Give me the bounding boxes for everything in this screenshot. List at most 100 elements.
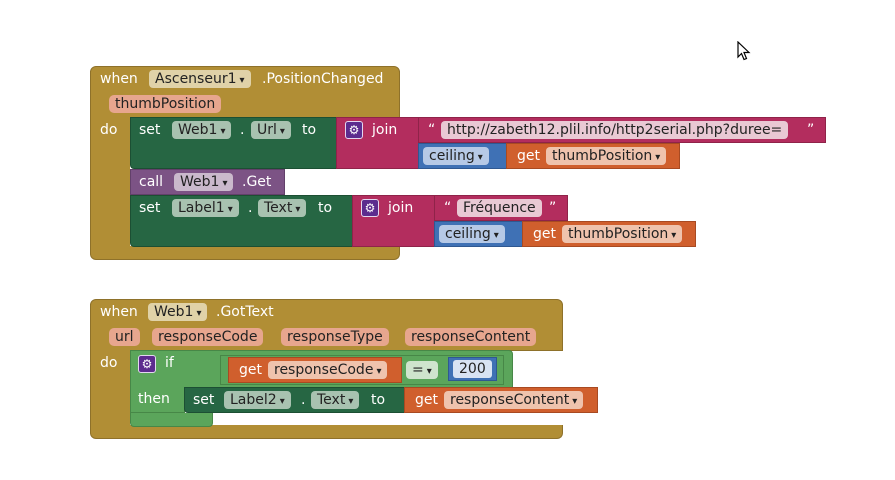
get3-keyword: get — [239, 362, 262, 378]
event2-param-responsecode[interactable]: responseCode — [152, 328, 264, 346]
set2-property-label: Text — [264, 200, 293, 216]
event2-left-bar — [90, 350, 130, 430]
event2-component-label: Web1 — [154, 304, 194, 320]
dropdown-arrow-icon: ▾ — [239, 75, 245, 86]
set3-to-keyword: to — [371, 392, 386, 408]
dropdown-arrow-icon: ▾ — [671, 230, 677, 241]
set2-component-dropdown[interactable]: Label1▾ — [172, 199, 239, 217]
number-block-200[interactable]: 200 — [448, 357, 497, 381]
get2-keyword: get — [533, 226, 556, 242]
text1-close-quote: ” — [807, 122, 815, 138]
ceiling1-dropdown[interactable]: ceiling▾ — [423, 147, 489, 165]
event1-bottom-bar — [90, 246, 400, 260]
set1-dot: . — [240, 122, 245, 138]
event2-event-name: .GotText — [216, 304, 274, 320]
dropdown-arrow-icon: ▾ — [376, 366, 382, 377]
set3-property-dropdown[interactable]: Text▾ — [311, 391, 360, 409]
set3-set-keyword: set — [193, 392, 215, 408]
event2-bottom-bar — [90, 425, 563, 439]
set1-property-label: Url — [257, 122, 277, 138]
set3-property-label: Text — [317, 392, 346, 408]
if-block-bottom — [130, 413, 213, 427]
get4-variable-dropdown[interactable]: responseContent▾ — [444, 391, 584, 409]
event1-left-bar — [90, 117, 130, 250]
set-label1-text-block[interactable] — [130, 195, 354, 247]
mutator-gear-icon[interactable]: ⚙ — [361, 199, 379, 217]
get4-variable-label: responseContent — [450, 392, 570, 408]
set-web1-url-block[interactable] — [130, 117, 338, 169]
dropdown-arrow-icon: ▾ — [279, 396, 285, 407]
event2-param-url[interactable]: url — [109, 328, 140, 346]
set1-component-label: Web1 — [178, 122, 218, 138]
event1-event-name: .PositionChanged — [262, 71, 384, 87]
set2-to-keyword: to — [318, 200, 333, 216]
dropdown-arrow-icon: ▾ — [426, 366, 432, 377]
text2-open-quote: “ — [444, 200, 452, 216]
call-keyword: call — [139, 174, 164, 190]
get1-keyword: get — [517, 148, 540, 164]
get3-variable-label: responseCode — [274, 362, 374, 378]
dropdown-arrow-icon: ▾ — [279, 126, 285, 137]
event2-component-dropdown[interactable]: Web1▾ — [148, 303, 208, 321]
set-label2-text-block[interactable] — [184, 387, 406, 413]
event2-do-keyword: do — [100, 355, 118, 371]
event1-param-thumbposition[interactable]: thumbPosition — [109, 95, 222, 113]
number-value-field[interactable]: 200 — [453, 360, 492, 378]
event1-component-label: Ascenseur1 — [155, 71, 237, 87]
event2-param-responsetype[interactable]: responseType — [281, 328, 389, 346]
dropdown-arrow-icon: ▾ — [295, 204, 301, 215]
set1-to-keyword: to — [302, 122, 317, 138]
event2-when-keyword: when — [100, 304, 138, 320]
event1-when-keyword: when — [100, 71, 138, 87]
if-block-left — [130, 387, 185, 413]
join1-label: join — [372, 122, 398, 138]
join2-label: join — [388, 200, 414, 216]
dropdown-arrow-icon: ▾ — [477, 152, 483, 163]
dropdown-arrow-icon: ▾ — [222, 178, 228, 189]
compare-operator-label: = — [412, 362, 424, 378]
set2-component-label: Label1 — [178, 200, 225, 216]
mutator-gear-icon[interactable]: ⚙ — [138, 355, 156, 373]
call-method-label: .Get — [242, 174, 272, 190]
then-keyword: then — [138, 391, 170, 407]
dropdown-arrow-icon: ▾ — [196, 308, 202, 319]
mutator-gear-icon[interactable]: ⚙ — [345, 121, 363, 139]
set3-component-label: Label2 — [230, 392, 277, 408]
dropdown-arrow-icon: ▾ — [348, 396, 354, 407]
get4-keyword: get — [415, 392, 438, 408]
get2-variable-label: thumbPosition — [568, 226, 669, 242]
call-component-dropdown[interactable]: Web1▾ — [174, 173, 234, 191]
get2-variable-dropdown[interactable]: thumbPosition▾ — [562, 225, 683, 243]
text1-open-quote: “ — [428, 122, 436, 138]
set1-component-dropdown[interactable]: Web1▾ — [172, 121, 232, 139]
set2-set-keyword: set — [139, 200, 161, 216]
compare-operator-dropdown[interactable]: =▾ — [406, 361, 438, 379]
dropdown-arrow-icon: ▾ — [572, 396, 578, 407]
get1-variable-label: thumbPosition — [552, 148, 653, 164]
dropdown-arrow-icon: ▾ — [227, 204, 233, 215]
get1-variable-dropdown[interactable]: thumbPosition▾ — [546, 147, 667, 165]
set2-property-dropdown[interactable]: Text▾ — [258, 199, 307, 217]
set2-dot: . — [248, 200, 253, 216]
text2-value-field[interactable]: Fréquence — [457, 199, 542, 217]
text1-value-field[interactable]: http://zabeth12.plil.info/http2serial.ph… — [441, 121, 789, 139]
event1-component-dropdown[interactable]: Ascenseur1▾ — [149, 70, 251, 88]
set3-dot: . — [301, 392, 306, 408]
mouse-cursor-icon — [737, 41, 751, 61]
event1-do-keyword: do — [100, 122, 118, 138]
set1-set-keyword: set — [139, 122, 161, 138]
dropdown-arrow-icon: ▾ — [655, 152, 661, 163]
ceiling2-label: ceiling — [445, 226, 491, 242]
dropdown-arrow-icon: ▾ — [493, 230, 499, 241]
ceiling1-label: ceiling — [429, 148, 475, 164]
if-keyword: if — [165, 355, 174, 371]
dropdown-arrow-icon: ▾ — [220, 126, 226, 137]
get3-variable-dropdown[interactable]: responseCode▾ — [268, 361, 388, 379]
set1-property-dropdown[interactable]: Url▾ — [251, 121, 291, 139]
ceiling2-dropdown[interactable]: ceiling▾ — [439, 225, 505, 243]
set3-component-dropdown[interactable]: Label2▾ — [224, 391, 291, 409]
event2-param-responsecontent[interactable]: responseContent — [405, 328, 537, 346]
call-component-label: Web1 — [180, 174, 220, 190]
text2-close-quote: ” — [549, 200, 557, 216]
